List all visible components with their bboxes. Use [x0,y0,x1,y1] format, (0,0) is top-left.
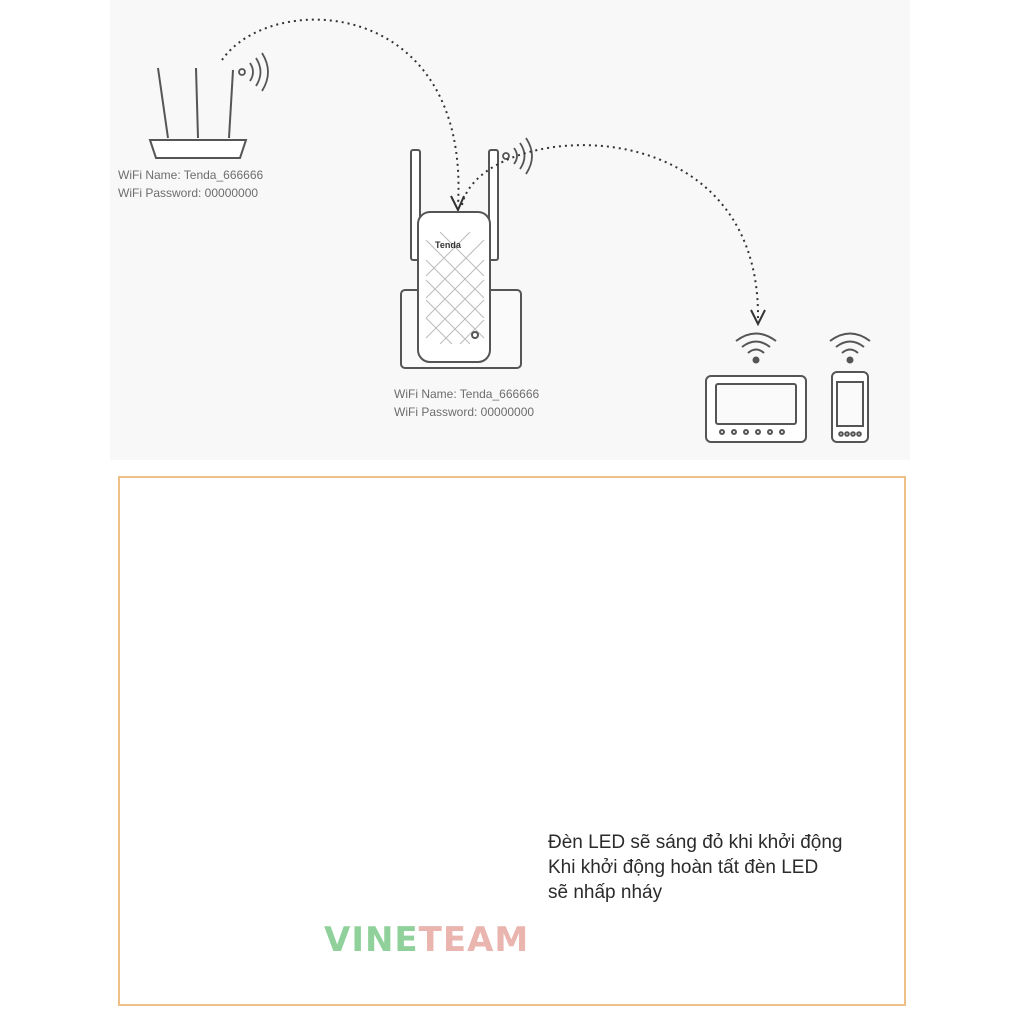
router-wifi-password: WiFi Password: 00000000 [118,186,259,200]
led-callout-text: Đèn LED sẽ sáng đỏ khi khởi động Khi khở… [548,830,842,905]
extender-to-devices-arrow [461,144,760,319]
tablet-icon [705,375,807,443]
extender-wifi-signal-icon [502,137,533,175]
router-wifi-label: WiFi Name: Tenda_666666 WiFi Password: 0… [118,166,263,202]
callout-line-3: sẽ nhấp nháy [548,882,663,903]
callout-line-2: Khi khởi động hoàn tất đèn LED [548,857,819,878]
extender-wifi-name: WiFi Name: Tenda_666666 [394,387,540,401]
router-icon [148,67,248,159]
tablet-wifi-icon [735,332,777,364]
watermark-part-1: VINE [324,920,419,960]
callout-line-1: Đèn LED sẽ sáng đỏ khi khởi động [548,832,843,853]
extender-wifi-password: WiFi Password: 00000000 [394,405,535,419]
extender-small-brand: Tenda [435,240,462,250]
extender-small-icon [400,149,522,369]
arrowhead [450,195,465,213]
led-info-frame [118,476,906,1006]
watermark-part-2: TEAM [418,920,530,960]
phone-wifi-icon [829,332,871,364]
router-wifi-signal-icon [238,52,269,92]
extender-wifi-label: WiFi Name: Tenda_666666 WiFi Password: 0… [394,385,539,421]
router-to-extender-arrow [221,18,460,206]
arrowhead [750,309,766,327]
router-wifi-name: WiFi Name: Tenda_666666 [118,168,264,182]
phone-icon [831,371,869,443]
vineteam-watermark: VINETEAM [324,920,529,960]
